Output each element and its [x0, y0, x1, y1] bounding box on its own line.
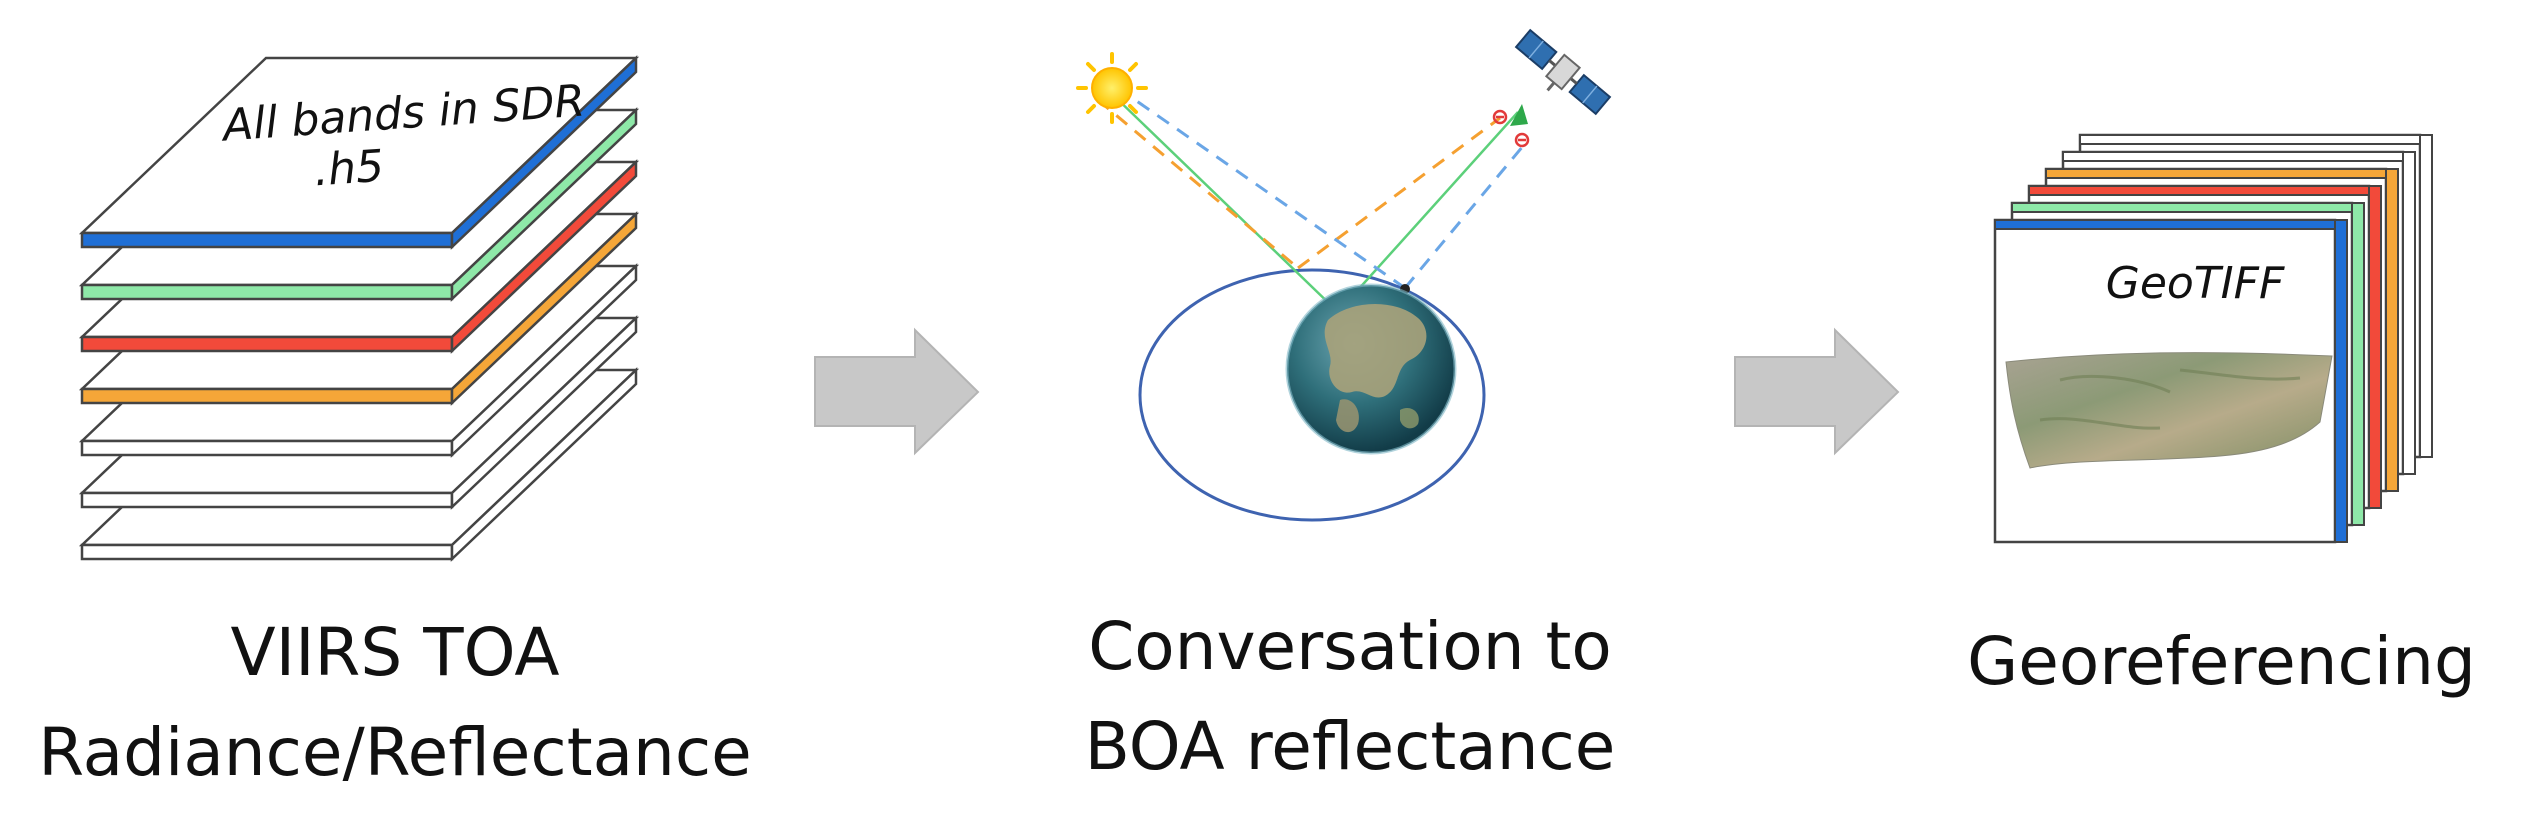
atmospheric-correction-illustration	[1076, 28, 1612, 522]
stack-label-line2: .h5	[312, 141, 385, 197]
ray-scatter-orange-dashed	[1297, 116, 1501, 270]
satellite-icon	[1514, 28, 1612, 116]
stage1-caption-line1: VIIRS TOA	[230, 614, 560, 691]
swath-texture	[2039, 368, 2301, 430]
process-arrow-1	[814, 327, 980, 456]
ray-sun-blue-dashed	[1117, 86, 1406, 290]
stage2-caption-line1: Conversation to	[1088, 608, 1612, 685]
ray-arrowhead	[1510, 104, 1528, 126]
stage1-caption: VIIRS TOA Radiance/Reflectance	[0, 603, 790, 803]
process-arrow-2	[1734, 327, 1900, 456]
absorption-marker-icon	[1492, 109, 1530, 148]
ray-surface-to-satellite-green	[1337, 111, 1519, 313]
ray-sun-orange-dashed	[1097, 98, 1299, 270]
geotiff-image-swath	[2005, 352, 2333, 469]
geotiff-label: GeoTIFF	[2106, 258, 2285, 309]
stage2-caption: Conversation to BOA reflectance	[1000, 597, 1700, 797]
stage2-caption-line2: BOA reflectance	[1084, 708, 1616, 785]
sdr-band-stack: All bands in SDR .h5	[78, 55, 640, 562]
ray-sun-to-surface-green	[1109, 91, 1339, 313]
earth-globe-icon	[1285, 283, 1457, 455]
geotiff-stack: GeoTIFF	[1993, 133, 2433, 544]
sun-icon	[1076, 52, 1148, 124]
stage1-caption-line2: Radiance/Reflectance	[38, 714, 752, 791]
stage3-caption-line: Georeferencing	[1967, 623, 2476, 700]
band-layer-blue	[78, 55, 640, 250]
stage3-caption: Georeferencing	[1920, 612, 2523, 712]
atmosphere-orbit	[1138, 268, 1486, 522]
ray-scatter-blue-dashed	[1403, 139, 1530, 289]
